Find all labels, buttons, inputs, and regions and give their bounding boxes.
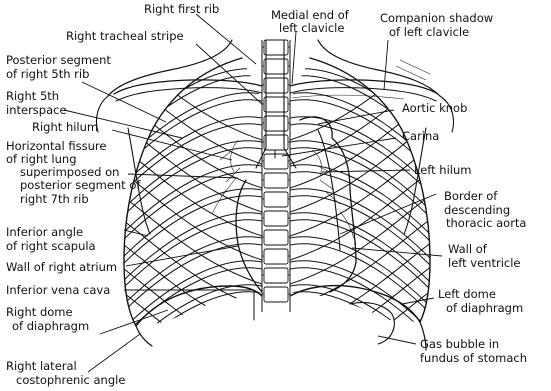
label-right5-line1: Right 5th [6, 89, 59, 103]
label-left-dome-line1: Left dome [438, 287, 496, 301]
companion-shadow-line [292, 95, 404, 99]
label-aortic-knob: Aortic knob [402, 101, 467, 115]
label-medial-end-line2: left clavicle [279, 21, 344, 35]
label-border-line1: Border of [444, 189, 498, 203]
label-right-atrium: Wall of right atrium [6, 260, 117, 274]
label-medial-end-line1: Medial end of [271, 8, 350, 22]
label-costo-line1: Right lateral [6, 359, 77, 373]
label-right-hilum: Right hilum [32, 120, 98, 134]
right-clavicle-lower-edge [116, 88, 262, 101]
posterior-rib-edge [120, 124, 262, 195]
posterior-rib-edge [120, 292, 262, 363]
label-border-line2: descending [444, 203, 510, 217]
anterior-rib [120, 50, 262, 140]
anterior-rib [290, 50, 432, 140]
anterior-rib [290, 290, 432, 380]
posterior-rib-edge [120, 76, 262, 147]
vertebral-body [264, 192, 288, 207]
label-fissure-line3: superimposed on [20, 165, 119, 179]
label-fissure-line1: Horizontal fissure [6, 139, 106, 153]
posterior-rib-edge [120, 172, 262, 243]
vertebral-body [264, 249, 288, 264]
anterior-rib [120, 266, 262, 356]
left-scapula-border [404, 128, 426, 234]
vertebral-body [264, 173, 288, 188]
left-heart-border [300, 117, 356, 292]
vertebral-body [264, 230, 288, 245]
label-right-tracheal-stripe: Right tracheal stripe [66, 29, 184, 43]
posterior-rib-edge [120, 148, 262, 219]
posterior-rib-edge [290, 172, 432, 243]
label-posterior-line2: of right 5th rib [6, 67, 89, 81]
posterior-rib-edge [290, 244, 432, 315]
posterior-rib-edge [290, 316, 432, 387]
label-carina: Carina [402, 129, 439, 143]
posterior-rib-edge [120, 316, 262, 387]
label-right-dome-line2: of diaphragm [12, 319, 89, 333]
right-humeral-head [96, 96, 108, 132]
vertebral-body [264, 211, 288, 226]
label-companion-line1: Companion shadow [380, 11, 493, 25]
posterior-rib-edge [290, 196, 432, 267]
label-posterior-line1: Posterior segment [6, 53, 111, 67]
label-ventricle-line1: Wall of [448, 242, 488, 256]
label-left-dome-line2: of diaphragm [446, 301, 523, 315]
left-shoulder-hatching [396, 60, 430, 80]
label-fissure-line4: posterior segment of [20, 178, 141, 192]
vertebral-body [264, 268, 288, 283]
label-ventricle-line2: left ventricle [448, 256, 520, 270]
label-gas-line2: fundus of stomach [420, 351, 527, 365]
leader-lines [64, 14, 442, 372]
label-right-first-rib: Right first rib [144, 2, 219, 16]
posterior-rib-edge [290, 268, 432, 339]
posterior-rib-edge [290, 148, 432, 219]
posterior-rib-edge [120, 268, 262, 339]
label-fissure-line5: right 7th rib [20, 192, 89, 206]
vertebral-body [264, 154, 288, 169]
label-ivc: Inferior vena cava [6, 283, 110, 297]
label-scapula-line1: Inferior angle [6, 225, 83, 239]
label-right-dome-line1: Right dome [6, 305, 73, 319]
thorax-drawing [96, 40, 453, 387]
vertebral-body [264, 287, 288, 302]
posterior-rib-edge [120, 196, 262, 267]
label-costo-line2: costophrenic angle [16, 373, 125, 387]
label-border-line3: thoracic aorta [446, 216, 526, 230]
label-fissure-line2: of right lung [6, 152, 77, 166]
label-gas-line1: Gas bubble in [420, 337, 499, 351]
right-costophrenic-angle [136, 326, 152, 346]
label-companion-line2: of left clavicle [389, 25, 469, 39]
left-clavicle-lower-edge [290, 88, 436, 101]
posterior-rib-edge [290, 220, 432, 291]
label-scapula-line2: of right scapula [6, 239, 96, 253]
label-right5-line2: interspace [6, 103, 67, 117]
label-left-hilum: Left hilum [414, 163, 471, 177]
